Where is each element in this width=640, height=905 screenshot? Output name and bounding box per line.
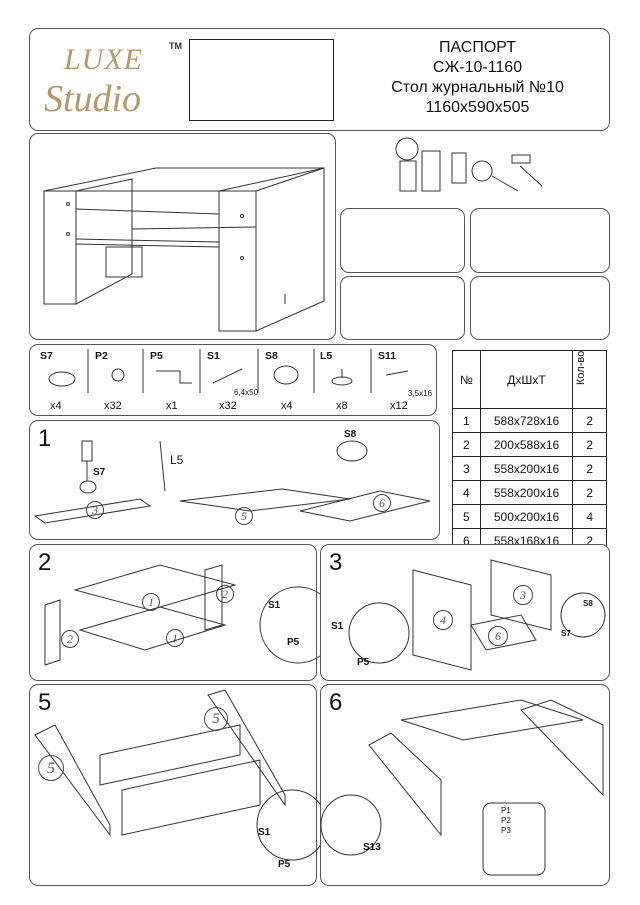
part-3-marker: 3 (513, 585, 533, 605)
part-qty-p5: x1 (166, 400, 178, 412)
part-code-s8: S8 (265, 350, 278, 362)
assembly-people-panel (340, 208, 465, 273)
part-4-marker: 4 (433, 610, 453, 630)
step-1-label-l5: L5 (170, 453, 184, 467)
logo-top-text: LUXE (64, 43, 143, 76)
brand-logo: LUXE TM Studio (38, 35, 188, 125)
part-3-marker: 3 (86, 501, 104, 519)
step-6-p2: P2 (501, 816, 511, 825)
part-5-marker: 5 (235, 507, 253, 525)
step-3-label-s7: S7 (561, 629, 571, 638)
part-5-marker-right: 5 (204, 707, 228, 731)
warning-panel-right (470, 276, 610, 340)
step-5-number: 5 (38, 689, 52, 716)
coffee-table-drawing (43, 167, 325, 332)
logo-bottom-text: Studio (44, 78, 142, 120)
part-qty-s1: x32 (219, 400, 237, 412)
step-1-label-s7: S7 (93, 467, 106, 478)
product-overview-panel (29, 133, 336, 340)
part-5-marker-left: 5 (38, 755, 64, 781)
part-1-marker-top: 1 (142, 593, 160, 611)
step-5-label-p5: P5 (278, 859, 291, 870)
part-qty-p2: x32 (104, 400, 122, 412)
part-code-s1: S1 (207, 350, 220, 362)
passport-title: ПАСПОРТ СЖ-10-1160 Стол журнальный №10 1… (350, 38, 605, 118)
step-3-label-s1: S1 (331, 621, 344, 632)
step-6-p1: P1 (501, 806, 511, 815)
part-code-s11: S11 (378, 350, 397, 362)
step-3-panel: 3 3 4 6 S1 P5 S8 S7 (320, 544, 610, 681)
part-qty-s7: x4 (50, 400, 62, 412)
part-note-s1: 6,4x50 (234, 388, 259, 397)
part-code-p2: P2 (95, 350, 108, 362)
part-6-marker: 6 (373, 494, 391, 512)
step-6-panel: 6 S13 P1 P2 P3 (320, 684, 610, 886)
table-header-row: № ДхШхТ Кол-во (452, 350, 607, 409)
part-qty-s11: x12 (390, 400, 408, 412)
step-2-panel: 2 1 2 1 2 S1 P5 (29, 544, 337, 681)
part-1-marker-bottom: 1 (166, 629, 184, 647)
step-3-label-s8: S8 (583, 599, 593, 608)
label-blank-box (189, 39, 334, 121)
tools-illustration (392, 131, 552, 201)
warning-panel-left (340, 276, 465, 340)
title-line-1: ПАСПОРТ (438, 39, 517, 56)
part-code-s7: S7 (40, 350, 53, 362)
part-qty-l5: x8 (336, 400, 348, 412)
part-code-l5: L5 (320, 350, 333, 362)
title-line-2: СЖ-10-1160 (432, 59, 523, 76)
part-2-marker-left: 2 (61, 630, 79, 648)
title-line-3: Стол журнальный №10 (391, 79, 564, 96)
hardware-panel: S7 P2 P5 S1 S8 L5 S11 6,4x50 3,5x16 x4 x… (29, 344, 437, 416)
header-dimensions: ДхШхТ (479, 350, 574, 409)
step-6-p3: P3 (501, 826, 511, 835)
title-line-4: 1160x590x505 (425, 99, 530, 116)
step-3-number: 3 (329, 549, 343, 576)
part-code-p5: P5 (150, 350, 163, 362)
step-2-label-p5: P5 (287, 637, 300, 648)
part-2-marker-right: 2 (216, 585, 234, 603)
part-note-s11: 3,5x16 (408, 389, 433, 398)
step-2-label-s1: S1 (268, 600, 281, 611)
step-1-number: 1 (38, 425, 52, 452)
step-1-label-s8: S8 (344, 429, 357, 440)
part-qty-s8: x4 (281, 400, 293, 412)
part-6-marker: 6 (488, 626, 508, 646)
header-number: № (452, 350, 481, 409)
step-5-label-s1: S1 (258, 827, 271, 838)
logo-tm: TM (169, 41, 182, 51)
lift-panel (470, 208, 610, 273)
step-6-label-s13: S13 (363, 842, 381, 853)
hardware-icons (48, 349, 409, 393)
header-panel: LUXE TM Studio ПАСПОРТ СЖ-10-1160 Стол ж… (29, 28, 610, 131)
step-1-panel: 1 S7 L5 S8 3 5 6 (29, 420, 440, 540)
step-6-number: 6 (329, 689, 343, 716)
header-quantity: Кол-во (572, 350, 607, 409)
step-5-panel: 5 5 5 S1 P5 (29, 684, 328, 886)
step-3-label-p5: P5 (357, 657, 370, 668)
step-2-number: 2 (38, 549, 52, 576)
